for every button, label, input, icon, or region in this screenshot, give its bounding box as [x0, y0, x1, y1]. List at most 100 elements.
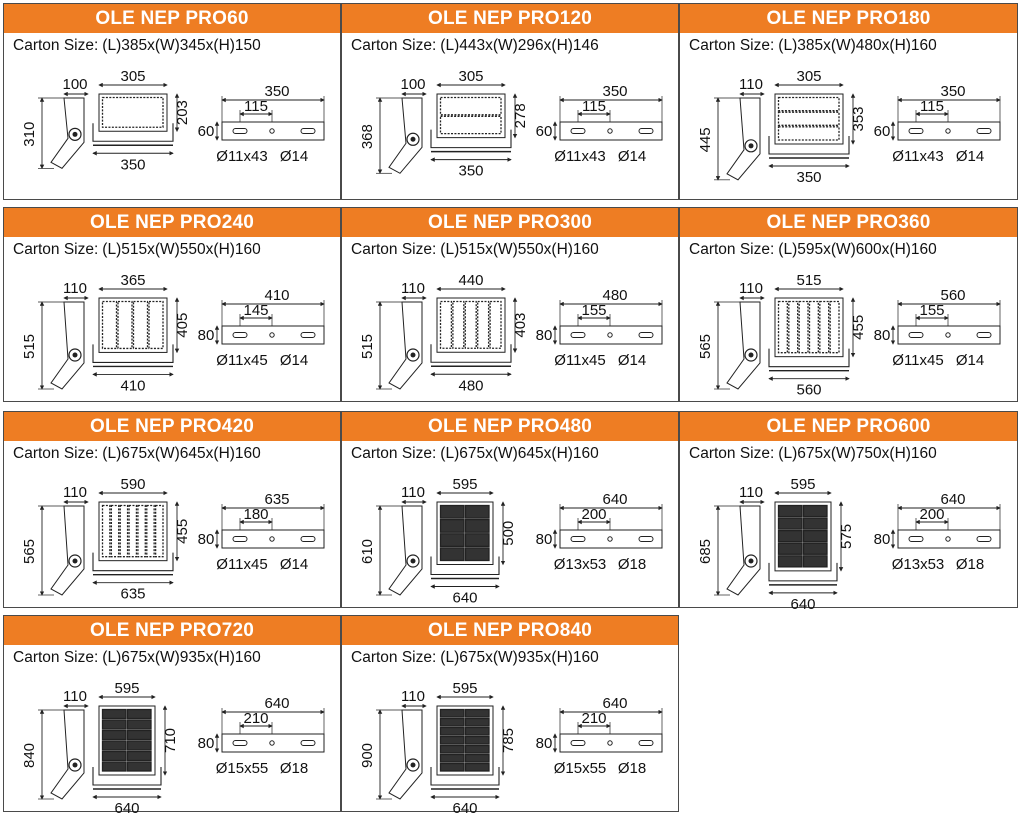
led-module	[802, 542, 828, 555]
led-module	[464, 504, 490, 519]
led-module	[137, 504, 146, 558]
front-height-label: 203	[174, 100, 191, 125]
product-title: OLE NEP PRO600	[680, 412, 1017, 441]
led-module	[777, 542, 803, 555]
front-base-label: 560	[796, 382, 821, 399]
hole-size-label: Ø18	[618, 556, 646, 573]
front-yoke	[768, 348, 850, 368]
led-module	[101, 719, 127, 730]
slot-hole-icon	[976, 128, 992, 134]
led-module	[777, 555, 803, 568]
bracket-total-label: 560	[940, 287, 965, 304]
led-module	[439, 533, 465, 548]
slot-size-label: Ø11x45	[892, 352, 943, 369]
bracket-total-label: 635	[264, 491, 289, 508]
carton-size: Carton Size:(L)443x(W)296x(H)146	[351, 37, 599, 55]
led-module	[819, 300, 830, 354]
front-height-label: 353	[850, 106, 867, 131]
carton-label: Carton Size:	[351, 37, 437, 54]
side-body	[726, 97, 761, 181]
led-module	[464, 753, 490, 763]
slot-hole-icon	[300, 332, 316, 338]
led-module	[439, 744, 465, 754]
slot-hole-icon	[638, 332, 654, 338]
led-module	[464, 735, 490, 745]
round-hole-icon	[607, 332, 613, 338]
bracket-total-label: 640	[264, 695, 289, 712]
round-hole-icon	[607, 536, 613, 542]
front-width-label: 515	[796, 272, 821, 289]
round-hole-icon	[607, 740, 613, 746]
slot-hole-icon	[300, 128, 316, 134]
carton-value: (L)515x(W)550x(H)160	[440, 241, 599, 258]
hole-size-label: Ø14	[618, 148, 646, 165]
led-module	[439, 547, 465, 562]
led-module	[126, 708, 152, 720]
carton-size: Carton Size:(L)675x(W)750x(H)160	[689, 445, 937, 463]
led-module	[777, 530, 803, 543]
bracket-hole-spacing-label: 200	[581, 506, 606, 523]
side-height-label: 515	[21, 334, 38, 359]
slot-hole-icon	[570, 740, 586, 746]
led-module	[464, 708, 490, 718]
side-body	[50, 505, 85, 596]
side-body	[50, 301, 85, 390]
front-height-label: 278	[512, 103, 529, 128]
led-module	[777, 111, 840, 126]
led-module	[464, 717, 490, 727]
side-width-label: 110	[739, 76, 763, 93]
slot-hole-icon	[976, 536, 992, 542]
bracket-hole-spacing-label: 210	[581, 710, 606, 727]
led-module	[788, 300, 799, 354]
carton-size: Carton Size:(L)675x(W)935x(H)160	[13, 649, 261, 667]
side-width-label: 110	[739, 484, 763, 501]
carton-label: Carton Size:	[351, 241, 437, 258]
carton-label: Carton Size:	[351, 445, 437, 462]
bracket-hole-spacing-label: 180	[243, 506, 268, 523]
slot-size-label: Ø11x45	[216, 556, 267, 573]
hole-size-label: Ø14	[280, 148, 308, 165]
bracket-total-label: 480	[602, 287, 627, 304]
front-width-label: 595	[452, 680, 477, 697]
round-hole-icon	[269, 536, 275, 542]
bracket-height-label: 80	[198, 735, 215, 752]
front-yoke	[430, 344, 512, 363]
led-module	[798, 300, 809, 354]
front-height-label: 785	[500, 728, 517, 753]
carton-value: (L)675x(W)935x(H)160	[102, 649, 261, 666]
carton-label: Carton Size:	[689, 241, 775, 258]
led-module	[101, 750, 127, 762]
round-hole-icon	[945, 332, 951, 338]
side-height-label: 310	[21, 122, 38, 147]
led-module	[439, 753, 465, 763]
side-body	[726, 505, 761, 596]
carton-size: Carton Size:(L)515x(W)550x(H)160	[351, 241, 599, 259]
bracket-total-label: 350	[940, 83, 965, 100]
slot-hole-icon	[908, 128, 924, 134]
round-hole-icon	[607, 128, 613, 134]
front-base-label: 350	[120, 156, 145, 173]
led-module	[154, 504, 164, 558]
front-yoke	[768, 136, 850, 155]
front-height-label: 455	[174, 519, 191, 544]
product-title: OLE NEP PRO720	[4, 616, 340, 645]
side-width-label: 100	[400, 76, 425, 93]
slot-hole-icon	[908, 332, 924, 338]
front-width-label: 595	[790, 476, 815, 493]
slot-hole-icon	[908, 536, 924, 542]
